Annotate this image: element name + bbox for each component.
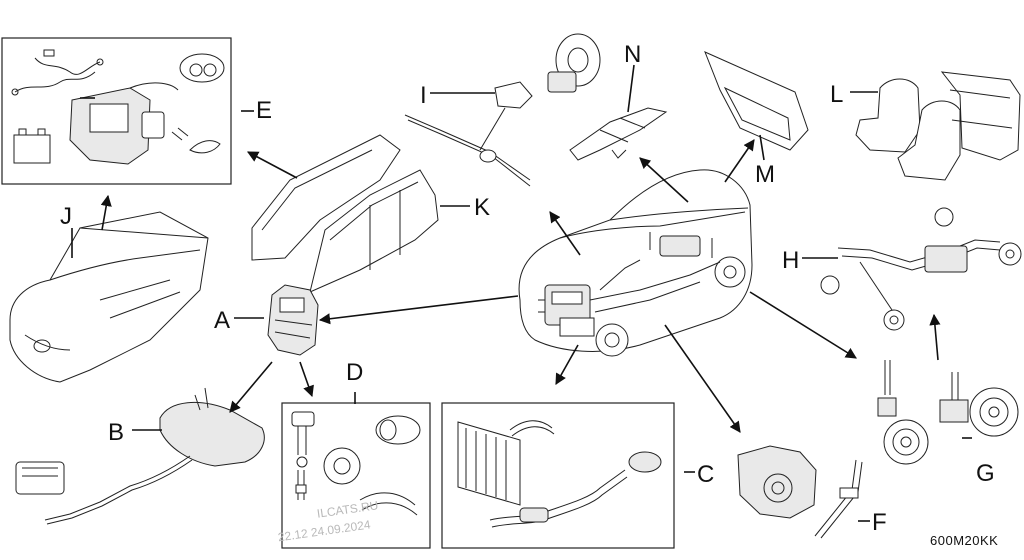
box-d-frame [281,402,431,549]
seats-l [855,71,1021,181]
callout-i: I [420,82,427,109]
fuel-tank-b [15,387,265,525]
direction-arrows [100,139,941,433]
jack-n [569,107,668,161]
engine-a [267,284,319,356]
callout-labels: A B C D E F G H I J K L M N [60,41,995,536]
box-e-parts [11,49,225,165]
watermark-line-1: ILCATS.RU [316,498,379,520]
callout-j: J [60,203,72,230]
body-panels-k [251,134,439,293]
callout-h: H [782,247,799,274]
callout-n: N [624,41,641,68]
callout-a: A [214,307,230,334]
callout-b: B [108,419,124,446]
callout-d: D [346,359,363,386]
box-c-parts [457,420,662,528]
leader-lines [71,64,972,522]
diagram-code: 600M20KK [930,533,998,548]
transmission [737,445,817,519]
callout-m: M [755,161,775,188]
watermark-line-2: 22.12 24.09.2024 [277,517,372,544]
callout-f: F [872,509,887,536]
wheels-g [877,360,1019,465]
watermark: ILCATS.RU 22.12 24.09.2024 [277,498,379,544]
box-e-frame [1,37,232,185]
steering-i [404,33,601,187]
callout-g: G [976,460,995,487]
box-c-frame [441,402,675,549]
body-shell-j [9,211,209,383]
shift-lever-f [814,459,863,539]
tailgate-m [704,51,809,151]
callout-e: E [256,97,272,124]
central-vehicle-chassis [518,169,753,357]
rear-axle-h [820,207,1022,331]
callout-c: C [697,461,714,488]
box-d-parts [291,411,421,516]
callout-k: K [474,194,490,221]
callout-l: L [830,81,843,108]
